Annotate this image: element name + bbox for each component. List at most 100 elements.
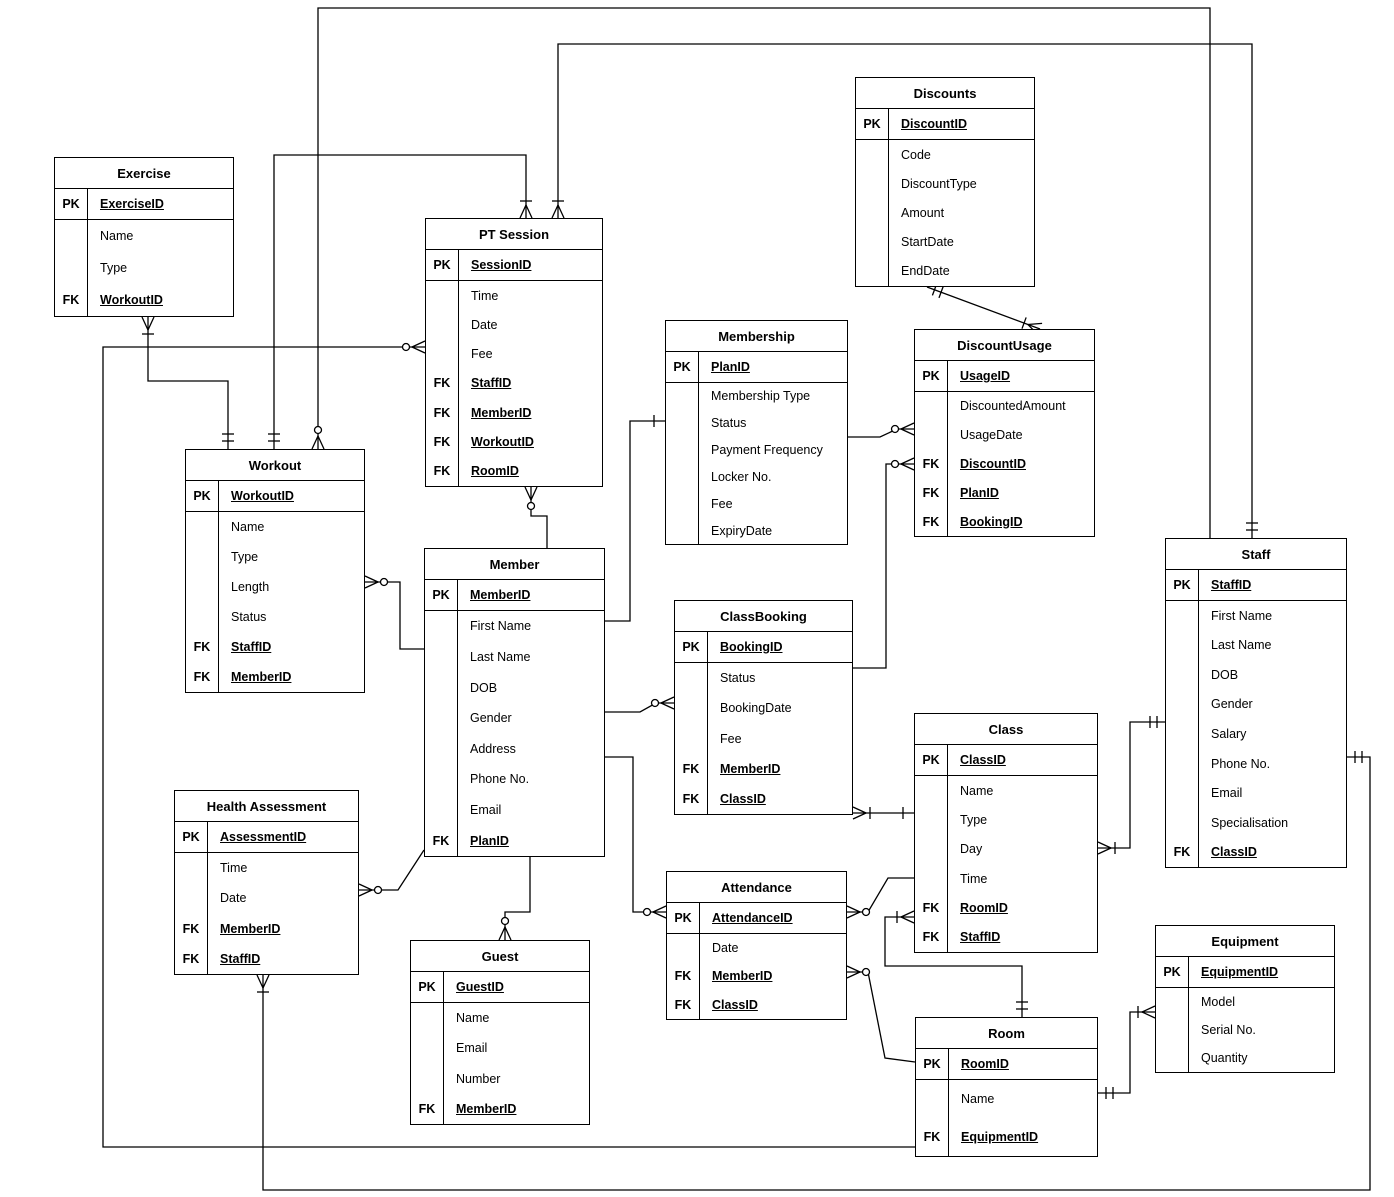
field-name: BookingDate — [720, 701, 792, 716]
key-label — [175, 853, 208, 884]
key-label: FK — [915, 449, 948, 479]
field-name: Model — [1201, 995, 1236, 1009]
key-label: FK — [426, 368, 459, 399]
key-label — [55, 252, 88, 284]
field-name: RoomID — [960, 900, 1008, 915]
field-row: Email — [1166, 778, 1346, 808]
field-name: WorkoutID — [100, 293, 163, 307]
rel-attendance-class — [846, 877, 914, 919]
field-row: Time — [915, 863, 1097, 894]
field-name: Payment Frequency — [711, 443, 823, 458]
key-label — [856, 140, 889, 170]
field-row: StartDate — [856, 227, 1034, 257]
field-row: Last Name — [425, 641, 604, 673]
field-name: Email — [470, 803, 502, 818]
rel-member-membership — [605, 415, 665, 622]
field-name: Quantity — [1201, 1051, 1248, 1065]
field-name: MemberID — [231, 670, 292, 684]
key-label: PK — [425, 580, 458, 610]
field-row: Code — [856, 140, 1034, 170]
field-name: Type — [960, 812, 988, 827]
field-name: MemberID — [456, 1101, 517, 1116]
rel-workout-ptsession — [268, 154, 533, 449]
key-label — [186, 542, 219, 572]
field-name: PlanID — [470, 833, 509, 848]
field-row: Type — [915, 805, 1097, 835]
rel-member-guest — [498, 857, 531, 941]
entity-title: Attendance — [667, 872, 846, 903]
key-label: FK — [175, 943, 208, 974]
key-label — [1166, 601, 1199, 631]
key-label — [1166, 748, 1199, 779]
field-row: Amount — [856, 198, 1034, 228]
key-label — [425, 672, 458, 703]
field-row: Type — [55, 252, 233, 284]
entity-title: Membership — [666, 321, 847, 352]
entity-title: Staff — [1166, 539, 1346, 570]
field-name: Name — [231, 520, 265, 534]
key-label — [426, 339, 459, 369]
key-label: PK — [667, 903, 700, 933]
field-name: ExerciseID — [100, 197, 164, 211]
field-name: MemberID — [712, 969, 773, 984]
key-label — [915, 420, 948, 450]
fk-field-row: FK MemberID — [426, 398, 602, 428]
entity-title: Workout — [186, 450, 364, 481]
field-row: UsageDate — [915, 420, 1094, 450]
key-label: PK — [916, 1049, 949, 1079]
field-row: First Name — [425, 611, 604, 642]
key-label: FK — [426, 398, 459, 428]
field-row: Name — [916, 1080, 1097, 1118]
key-label: FK — [186, 662, 219, 692]
field-name: Type — [231, 550, 259, 564]
key-label: FK — [915, 922, 948, 952]
field-name: Status — [711, 416, 747, 431]
rel-workout-staff — [311, 7, 1211, 538]
key-label — [675, 663, 708, 694]
key-label — [425, 702, 458, 734]
key-label: FK — [1166, 837, 1199, 868]
key-label — [1156, 1016, 1189, 1044]
field-row: DOB — [1166, 660, 1346, 690]
field-name: Email — [456, 1041, 488, 1056]
field-name: Code — [901, 147, 931, 162]
key-label: PK — [426, 250, 459, 280]
key-label — [55, 220, 88, 252]
field-name: StaffID — [1211, 578, 1252, 592]
field-row: Name — [186, 512, 364, 542]
key-label: PK — [666, 352, 699, 382]
field-row: Membership Type — [666, 383, 847, 410]
field-name: DiscountedAmount — [960, 399, 1066, 414]
fk-field-row: FK MemberID — [186, 662, 364, 692]
field-row: Time — [175, 853, 358, 884]
field-name: StaffID — [960, 930, 1001, 945]
field-name: StaffID — [220, 951, 261, 966]
key-label — [915, 805, 948, 835]
field-name: MemberID — [471, 405, 532, 420]
field-name: Phone No. — [1211, 756, 1271, 771]
